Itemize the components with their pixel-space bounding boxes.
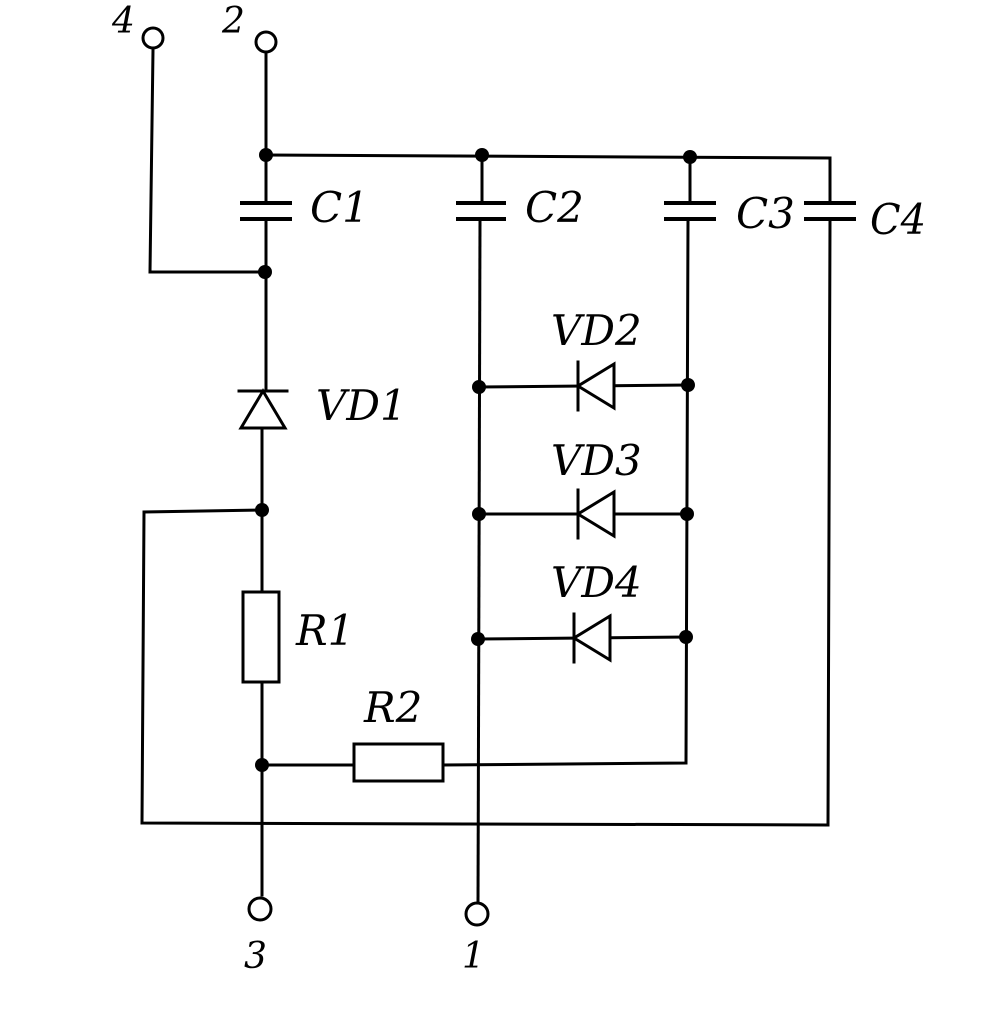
wire-top-bus [264,153,832,160]
wire-c4-bottom [140,219,832,827]
junction-dot [475,148,489,162]
capacitor-c2 [456,201,506,221]
wire-c3-bottom [441,219,690,767]
junction-dot [472,507,486,521]
vd3-label: VD3 [551,436,642,485]
junction-dot [255,758,269,772]
c3-label: C3 [736,189,795,238]
terminal-2-circle [254,30,278,54]
c1-label: C1 [310,183,369,232]
terminal-3-circle [247,896,273,922]
diode-vd1 [237,388,289,430]
terminal-1-label: 1 [462,936,485,977]
junction-dot [681,378,695,392]
capacitor-c4 [804,201,856,221]
junction-dot [471,632,485,646]
capacitor-c1 [240,201,292,221]
junction-dot [255,503,269,517]
junction-dot [680,507,694,521]
junction-dot [258,265,272,279]
junctions [255,148,697,772]
diode-vd3 [575,488,616,540]
diode-vd4 [571,612,612,664]
junction-dot [259,148,273,162]
r1-label: R1 [295,606,354,655]
vd4-label: VD4 [551,558,642,607]
c2-label: C2 [525,183,584,232]
vd1-label: VD1 [316,381,407,430]
terminal-4-circle [141,26,165,50]
terminal-2-label: 2 [221,1,245,42]
junction-dot [472,380,486,394]
capacitor-c3 [664,201,716,221]
junction-dot [683,150,697,164]
resistor-r1 [241,590,281,684]
terminal-1-circle [464,901,490,927]
r2-label: R2 [363,683,422,732]
vd2-label: VD2 [551,306,642,355]
terminal-3-label: 3 [244,936,267,977]
terminal-4-label: 4 [111,1,135,42]
resistor-r2 [352,742,445,783]
junction-dot [679,630,693,644]
wire-c2-bottom [476,219,482,905]
wire-terminal-4 [148,48,267,274]
diode-vd2 [575,360,616,412]
wires [140,48,832,905]
c4-label: C4 [870,195,926,244]
